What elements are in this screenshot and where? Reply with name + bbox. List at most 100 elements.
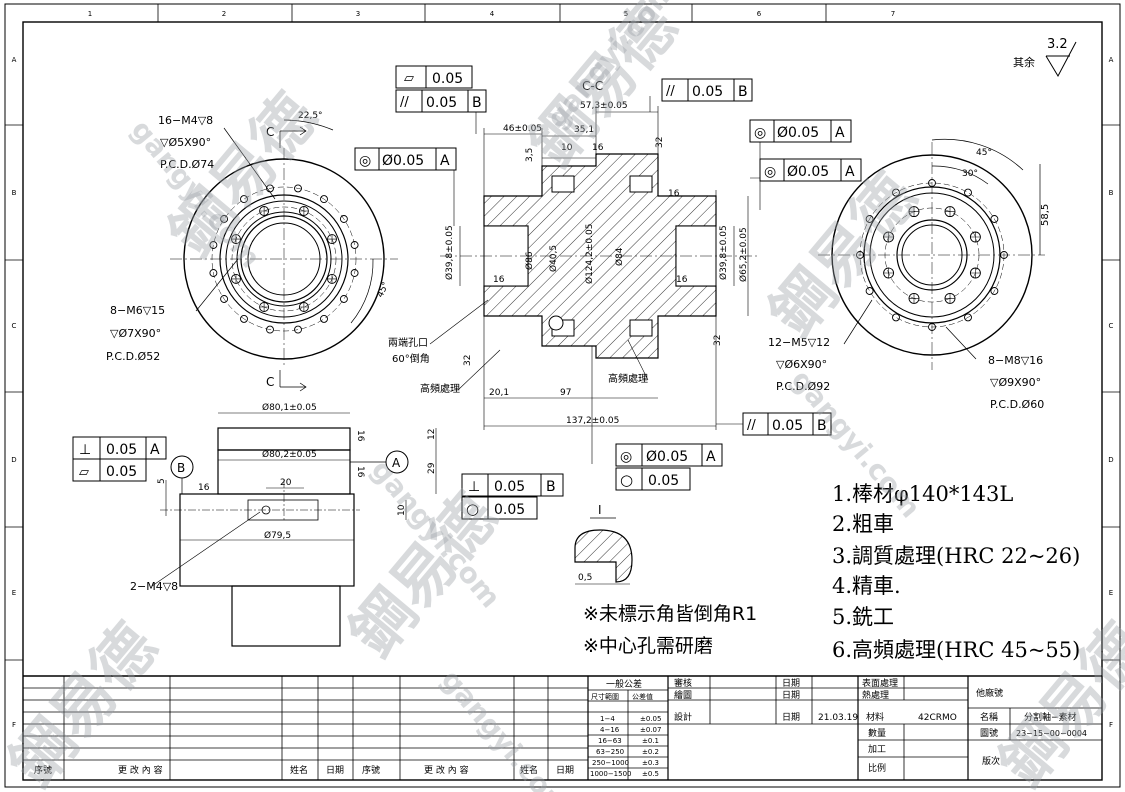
left-outer-bolt-hole (209, 269, 218, 277)
quantity-label: 數量 (868, 727, 886, 739)
right-inner-bolt-hole-crosshair (883, 232, 894, 242)
dim-dia-80-1: Ø80,1±0.05 (262, 402, 317, 413)
dim-10-bottom: 10 (397, 504, 407, 516)
dim-dia-40-5: Ø40,5 (548, 245, 559, 272)
title-block-revision-headers: 序號 更 改 內 容 姓名 日期 序號 更 改 內 容 姓名 日期 (34, 764, 574, 776)
right-view-leaders (843, 138, 1041, 360)
scale-label: 比例 (868, 762, 886, 774)
left-outer-bolt-hole (240, 314, 248, 323)
dim-dia-79-5: Ø79,5 (264, 530, 291, 541)
date-label-3: 日期 (782, 712, 800, 723)
customer-no-label: 他廠號 (976, 687, 1003, 699)
left-inner-bolt-hole-crosshair (231, 274, 241, 284)
right-outer-bolt-hole (928, 179, 936, 187)
datum-a-marker: A (350, 450, 409, 474)
right-holes1-spec: 12−M5▽12 (768, 336, 830, 349)
left-outer-bolt-hole (294, 184, 302, 193)
dim-dia-80-2: Ø80,2±0.05 (262, 449, 317, 460)
left-view-leaders (195, 119, 374, 392)
drawing-frame (4, 3, 1121, 788)
process-label: 加工 (868, 744, 886, 755)
tol-r5-val: ±0.3 (642, 759, 659, 767)
zone-col-5: 5 (624, 10, 628, 18)
fcf-tol: 0.05 (648, 473, 679, 489)
right-holes2-spec: 8−M8▽16 (988, 354, 1043, 367)
name-label: 名稱 (980, 711, 998, 723)
datum-a-label: A (392, 456, 401, 470)
right-inner-bolt-hole-crosshair (909, 293, 919, 304)
left-outer-bolt-hole (209, 241, 218, 249)
fcf-flatness-top: ▱ 0.05 (395, 65, 473, 89)
dim-dia-124-2: Ø124,2±0.05 (584, 224, 595, 284)
process-step-2: 2.粗車 (832, 512, 894, 536)
fcf-sym: ◎ (754, 125, 766, 141)
fcf-circularity-bottom: ○ 0.05 (615, 467, 691, 491)
general-note-2: ※中心孔需研磨 (583, 635, 713, 657)
roughness-32-b: 32 (463, 355, 473, 366)
process-step-1: 1.棒材φ140*143L (832, 482, 1013, 506)
rev-header-no-1: 序號 (34, 764, 52, 776)
roughness-16-bottom: 16 (198, 483, 210, 493)
dim-29: 29 (427, 462, 437, 474)
title-block-grid (23, 675, 1102, 780)
left-outer-bolt-hole (350, 269, 359, 277)
section-dimension-text: 57,3±0.05 46±0.05 35,1 10 3,5 20,1 97 13… (444, 101, 749, 426)
left-inner-bolt-hole-crosshair (327, 274, 337, 284)
approve-label: 審核 (674, 677, 692, 689)
fcf-datum: B (738, 84, 748, 100)
right-dim-58-5: 58,5 (1040, 204, 1051, 226)
tol-r5-range: 250−1000 (592, 759, 629, 767)
fcf-tol: 0.05 (432, 71, 463, 87)
fcf-tol: 0.05 (772, 418, 803, 434)
right-inner-bolt-hole-crosshair (945, 206, 955, 217)
dim-20: 20 (280, 478, 292, 488)
tol-col2: 公差值 (632, 692, 653, 701)
right-outer-bolt-hole (892, 313, 900, 322)
tol-r2-val: ±0.07 (640, 726, 661, 734)
fcf-datum: A (150, 442, 160, 458)
zone-row-c-right: C (1109, 322, 1114, 330)
dim-20-1: 20,1 (489, 388, 509, 398)
fcf-datum: A (706, 449, 716, 465)
left-holes2-csk: ▽Ø7X90° (110, 327, 161, 340)
fcf-datum: B (472, 95, 482, 111)
zone-col-2: 2 (222, 10, 226, 18)
zone-row-d-right: D (1108, 456, 1113, 464)
left-holes2-pcd: P.C.D.Ø52 (106, 350, 160, 363)
dim-5: 5 (157, 478, 167, 484)
tol-r6-val: ±0.5 (642, 770, 659, 778)
left-holes1-csk: ▽Ø5X90° (160, 136, 211, 149)
title-block-approvals: 審核 繪圖 設計 日期 日期 日期 21.03.19 (674, 677, 858, 723)
right-inner-bolt-hole-crosshair (945, 293, 955, 304)
right-outer-bolt-hole (856, 251, 864, 259)
process-notes: 1.棒材φ140*143L 2.粗車 3.調質處理(HRC 22~26) 4.精… (832, 482, 1080, 662)
right-holes2-pcd: P.C.D.Ø60 (990, 398, 1044, 411)
dim-dia-39-8-right: Ø39,8±0.05 (718, 225, 729, 280)
fcf-tol: Ø0.05 (382, 153, 424, 169)
roughness-32-a: 32 (655, 137, 665, 148)
section-dimension-lines (459, 106, 749, 430)
date-label-1: 日期 (782, 678, 800, 689)
rev-header-content-2: 更 改 內 容 (424, 764, 469, 776)
zone-row-b-right: B (1109, 189, 1114, 197)
version-label: 版次 (982, 755, 1000, 767)
right-outer-bolt-hole (892, 188, 900, 197)
fcf-sym: ○ (620, 471, 633, 489)
right-inner-bolt-hole-crosshair (970, 268, 981, 278)
fcf-tol: 0.05 (494, 502, 525, 518)
fcf-sym: // (666, 84, 675, 99)
fcf-sym: // (747, 418, 756, 433)
roughness-16-d: 16 (676, 275, 688, 285)
rev-header-name-2: 姓名 (520, 764, 538, 776)
fcf-flat-left: ▱ 0.05 (72, 458, 147, 482)
left-view-annotations: 16−M4▽8 ▽Ø5X90° P.C.D.Ø74 8−M6▽15 ▽Ø7X90… (106, 111, 391, 389)
right-inner-bolt-hole-crosshair (909, 206, 919, 217)
left-angle-45: 45° (376, 281, 392, 300)
fcf-perp-right: ⊥ 0.05 B (461, 473, 564, 497)
bottom-view-dim-lines (151, 412, 437, 587)
dim-97: 97 (560, 388, 571, 398)
dim-57-3: 57,3±0.05 (580, 101, 628, 111)
fcf-datum: A (835, 125, 845, 141)
dim-10: 10 (561, 143, 573, 153)
